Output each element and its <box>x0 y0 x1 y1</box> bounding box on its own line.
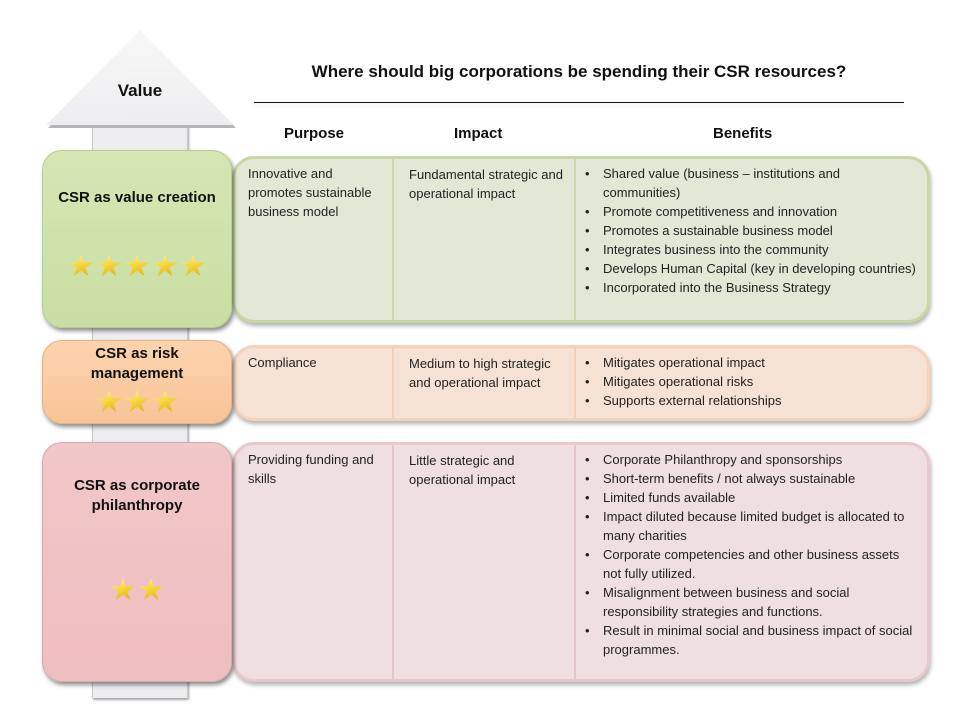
benefit-item: Supports external relationships <box>582 391 919 410</box>
benefits-list: Corporate Philanthropy and sponsorships … <box>582 450 919 659</box>
benefit-item: Mitigates operational risks <box>582 372 919 391</box>
page-title: Where should big corporations be spendin… <box>311 62 847 81</box>
column-header-purpose: Purpose <box>284 125 345 142</box>
benefit-item: Mitigates operational impact <box>582 353 919 372</box>
star-icon <box>125 390 149 412</box>
benefit-item: Shared value (business – institutions an… <box>582 164 919 202</box>
value-arrow-label: Value <box>117 81 163 100</box>
benefits-list: Shared value (business – institutions an… <box>582 164 919 297</box>
star-icon <box>111 578 135 600</box>
row-corporate-philanthropy: Providing funding and skills Little stra… <box>232 442 930 682</box>
benefit-item: Misalignment between business and social… <box>582 583 919 621</box>
benefit-item: Corporate competencies and other busines… <box>582 545 919 583</box>
category-value-creation: CSR as value creation <box>42 150 232 328</box>
benefit-item: Integrates business into the community <box>582 240 919 259</box>
star-icon <box>181 254 205 276</box>
star-rating <box>43 390 231 414</box>
benefit-item: Short-term benefits / not always sustain… <box>582 469 919 488</box>
impact-cell: Little strategic and operational impact <box>392 445 574 679</box>
category-title: CSR as risk management <box>90 345 184 382</box>
benefits-cell: Mitigates operational impact Mitigates o… <box>574 348 927 418</box>
star-rating <box>43 254 231 278</box>
benefits-cell: Corporate Philanthropy and sponsorships … <box>574 445 927 679</box>
benefit-item: Result in minimal social and business im… <box>582 621 919 659</box>
impact-cell: Medium to high strategic and operational… <box>392 348 574 418</box>
row-value-creation: Innovative and promotes sustainable busi… <box>232 156 930 323</box>
benefit-item: Develops Human Capital (key in developin… <box>582 259 919 278</box>
star-icon <box>125 254 149 276</box>
benefit-item: Promote competitiveness and innovation <box>582 202 919 221</box>
star-icon <box>97 254 121 276</box>
category-title: CSR as value creation <box>58 189 216 206</box>
benefit-item: Limited funds available <box>582 488 919 507</box>
benefit-item: Incorporated into the Business Strategy <box>582 278 919 297</box>
star-rating <box>43 578 231 602</box>
column-header-benefits: Benefits <box>713 125 773 142</box>
value-arrow-icon <box>46 30 234 125</box>
category-corporate-philanthropy: CSR as corporate philanthropy <box>42 442 232 682</box>
benefit-item: Impact diluted because limited budget is… <box>582 507 919 545</box>
benefit-item: Corporate Philanthropy and sponsorships <box>582 450 919 469</box>
benefit-item: Promotes a sustainable business model <box>582 221 919 240</box>
star-icon <box>153 254 177 276</box>
star-icon <box>139 578 163 600</box>
title-divider <box>254 102 904 103</box>
purpose-cell: Compliance <box>248 355 317 370</box>
star-icon <box>97 390 121 412</box>
impact-cell: Fundamental strategic and operational im… <box>392 159 574 320</box>
star-icon <box>69 254 93 276</box>
benefits-cell: Shared value (business – institutions an… <box>574 159 927 320</box>
purpose-cell: Providing funding and skills <box>248 452 374 486</box>
row-risk-management: Compliance Medium to high strategic and … <box>232 345 930 421</box>
benefits-list: Mitigates operational impact Mitigates o… <box>582 353 919 410</box>
category-title: CSR as corporate philanthropy <box>74 477 200 514</box>
column-header-impact: Impact <box>454 125 503 142</box>
category-risk-management: CSR as risk management <box>42 340 232 424</box>
purpose-cell: Innovative and promotes sustainable busi… <box>248 166 372 219</box>
star-icon <box>153 390 177 412</box>
